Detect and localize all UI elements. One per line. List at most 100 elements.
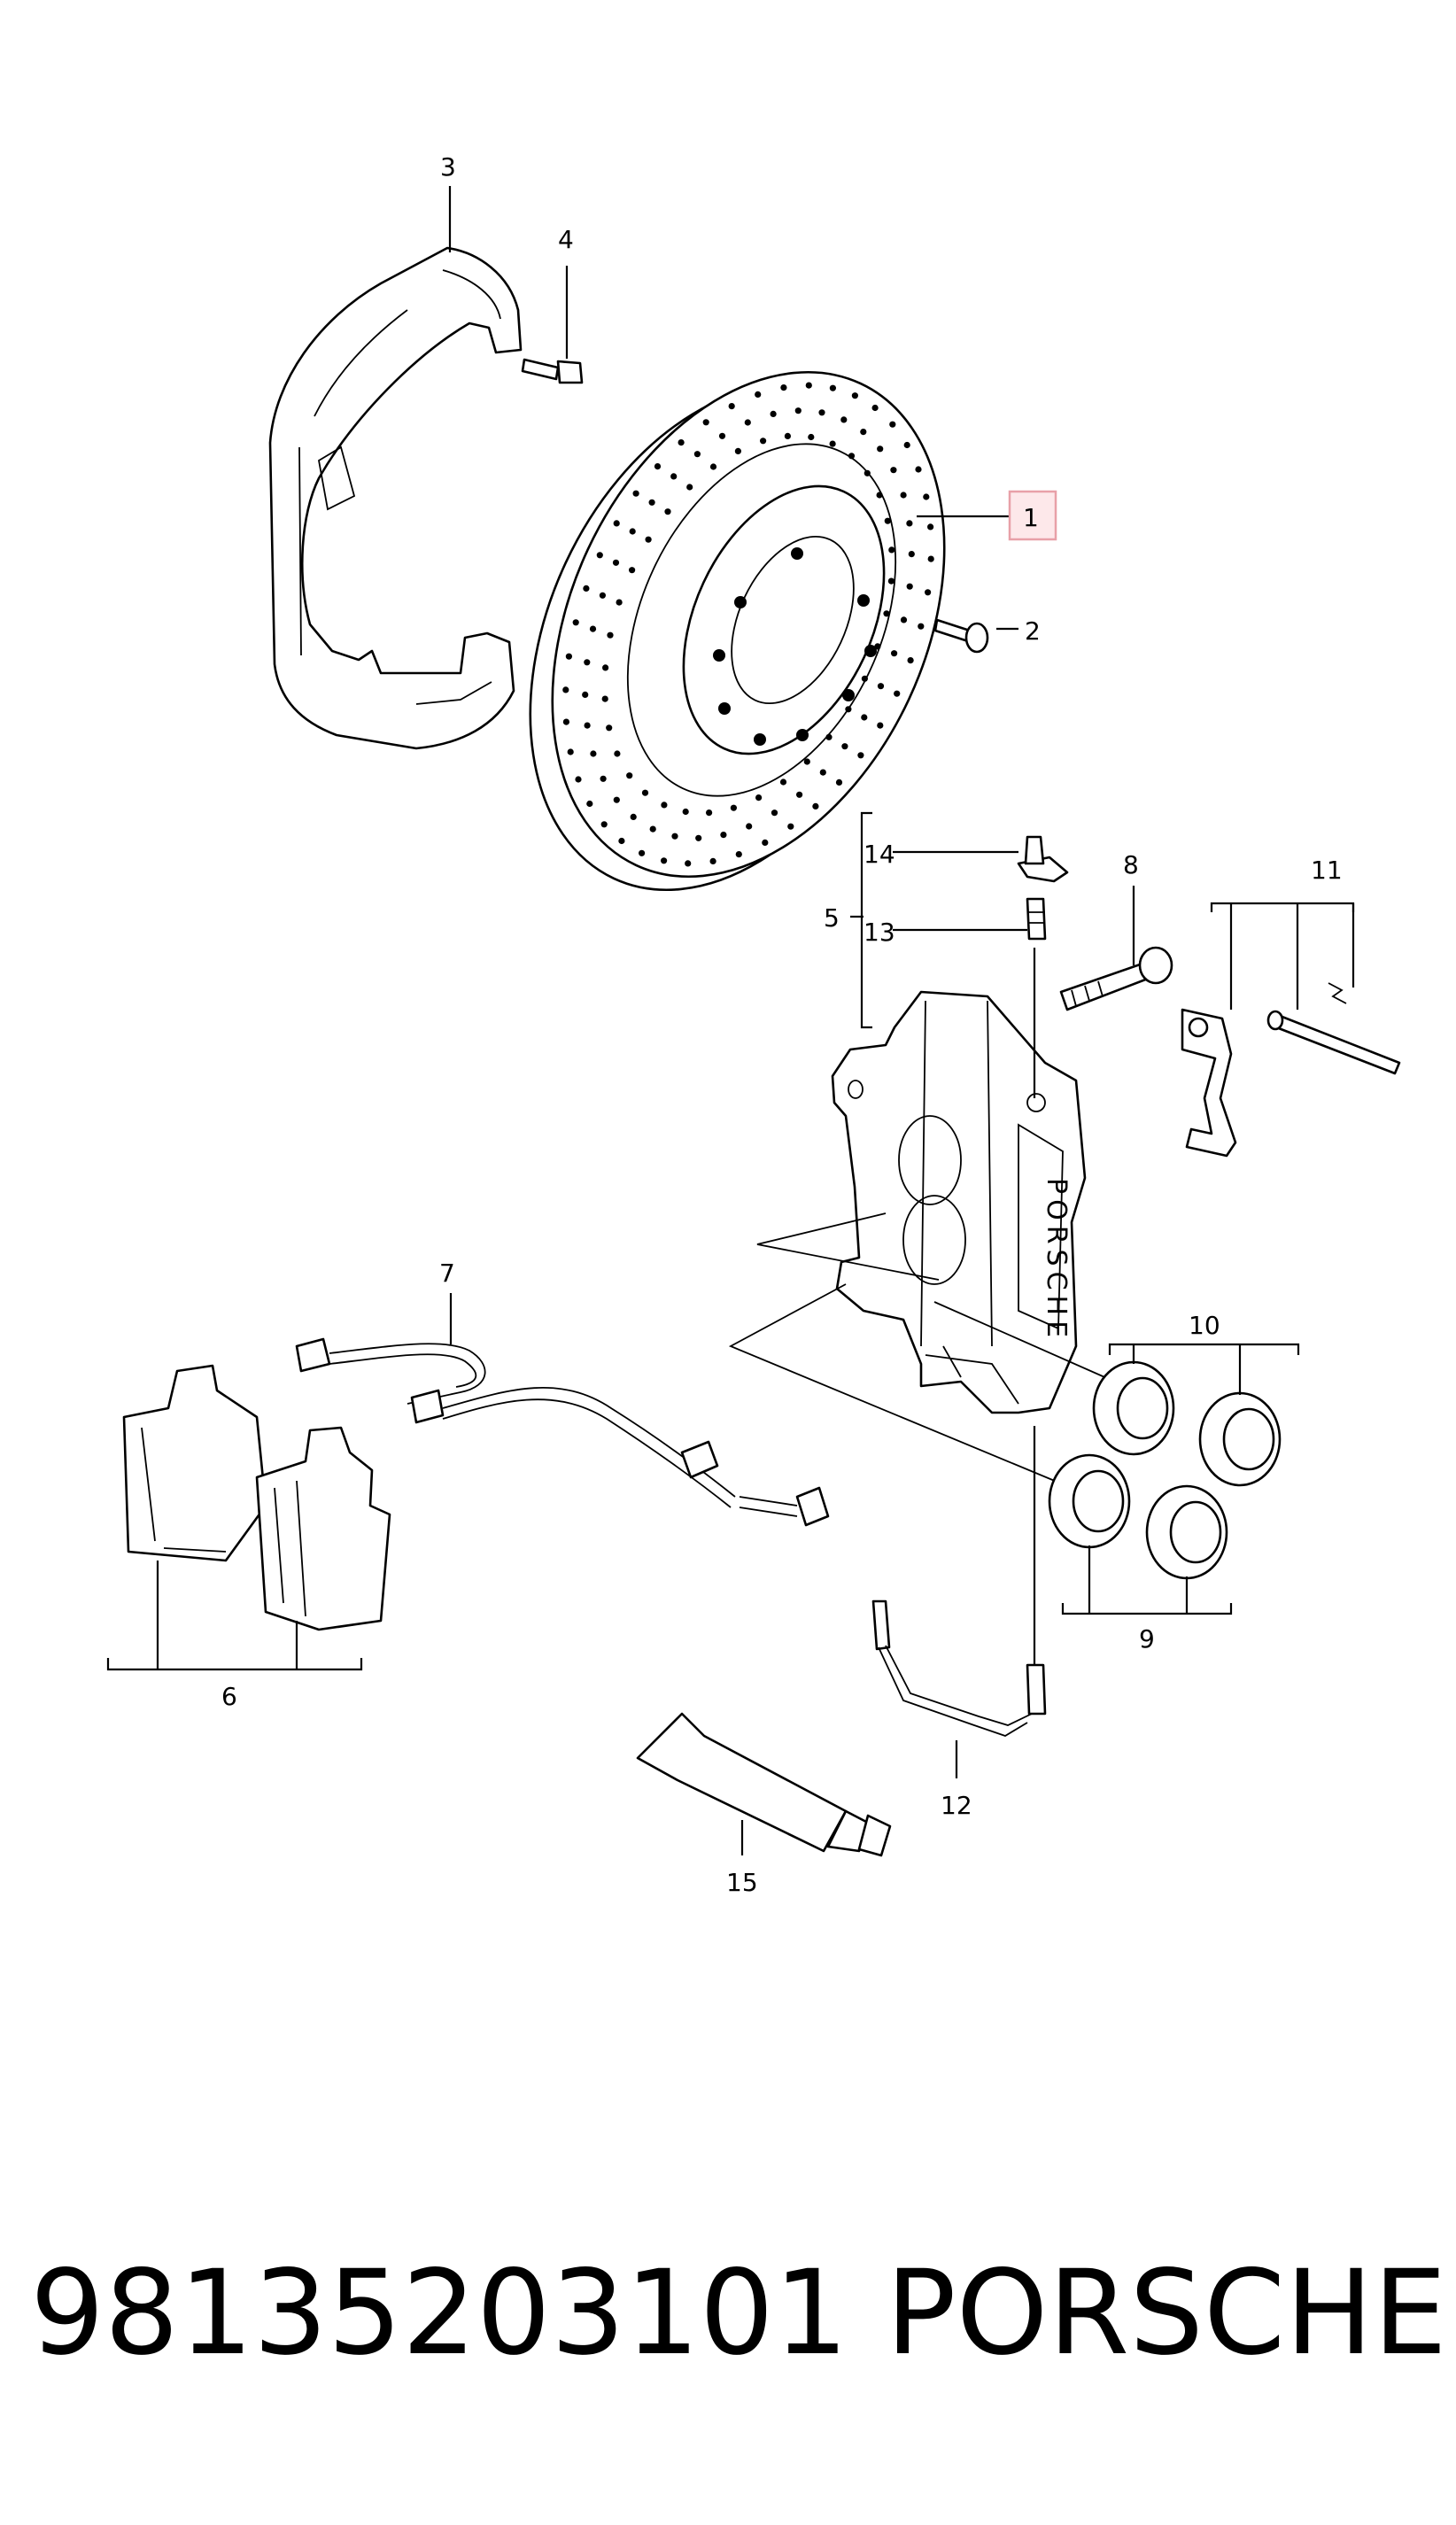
- drill-hole: [565, 653, 573, 660]
- drill-hole: [876, 492, 883, 499]
- drill-hole: [860, 429, 867, 436]
- seal-9a: [1048, 1453, 1131, 1549]
- drill-hole: [735, 851, 742, 858]
- brake-disc: [529, 370, 946, 892]
- drill-hole: [918, 623, 925, 630]
- drill-hole: [841, 743, 848, 750]
- drill-hole: [755, 794, 763, 802]
- drill-hole: [734, 447, 742, 454]
- drill-hole: [584, 722, 591, 729]
- drill-hole: [586, 800, 593, 808]
- drill-hole: [887, 577, 895, 585]
- drill-hole: [877, 683, 885, 690]
- drill-hole: [803, 758, 810, 765]
- drill-hole: [645, 536, 652, 543]
- drill-hole: [562, 718, 570, 725]
- drill-hole: [599, 592, 607, 599]
- drill-hole: [906, 520, 913, 527]
- drill-hole: [567, 748, 574, 755]
- caliper-brand-text: PORSCHE: [1041, 1178, 1072, 1343]
- caliper-bolt: [1059, 946, 1173, 1011]
- callout-13: 13: [864, 918, 895, 947]
- drill-hole: [728, 403, 735, 410]
- drill-hole: [746, 823, 753, 830]
- drill-hole: [686, 484, 693, 491]
- drill-hole: [641, 789, 649, 796]
- seal-10b: [1198, 1391, 1282, 1487]
- drill-hole: [720, 832, 727, 839]
- drill-hole: [851, 392, 859, 399]
- drill-hole: [900, 492, 907, 499]
- drill-hole: [706, 809, 713, 817]
- drill-hole: [780, 384, 787, 391]
- callout-4: 4: [558, 225, 574, 254]
- drill-hole: [682, 808, 689, 816]
- drill-hole: [589, 625, 597, 632]
- drill-hole: [695, 834, 702, 841]
- drill-hole: [612, 559, 620, 566]
- drill-hole: [857, 752, 864, 759]
- drill-hole: [835, 778, 843, 786]
- brand-name: PORSCHE: [886, 2245, 1447, 2382]
- leader-lines: [106, 186, 1355, 1855]
- drill-hole: [744, 419, 751, 426]
- drill-hole: [829, 440, 836, 447]
- drill-hole: [583, 585, 590, 593]
- dust-shield: [268, 246, 523, 750]
- drill-hole: [900, 616, 908, 624]
- grease-tube: [636, 1712, 892, 1857]
- drill-hole: [630, 813, 637, 821]
- wear-sensor: [295, 1337, 830, 1527]
- callout-8: 8: [1123, 850, 1139, 879]
- callout-7: 7: [439, 1259, 455, 1288]
- drill-hole: [877, 445, 884, 453]
- drill-hole: [819, 769, 826, 776]
- drill-hole: [805, 382, 812, 389]
- drill-hole: [670, 473, 678, 480]
- hub-bolt-holes: [713, 547, 877, 746]
- drill-hole: [600, 821, 608, 828]
- drill-hole: [927, 555, 934, 562]
- drill-hole: [784, 432, 792, 439]
- drill-hole: [903, 441, 910, 449]
- bleed-valve: [1026, 897, 1047, 941]
- callout-6: 6: [221, 1682, 237, 1711]
- drill-hole: [787, 823, 794, 830]
- drill-hole: [671, 833, 678, 840]
- brake-pads: [122, 1364, 391, 1631]
- drill-hole: [794, 407, 802, 414]
- drill-hole: [884, 517, 891, 524]
- guide-pin: [1266, 982, 1401, 1075]
- drill-hole: [808, 433, 815, 441]
- callout-12: 12: [941, 1791, 972, 1820]
- drill-hole: [718, 432, 726, 439]
- drill-hole: [861, 675, 869, 682]
- callout-14: 14: [864, 840, 895, 869]
- drill-hole: [601, 695, 608, 702]
- callout-1: 1: [1023, 503, 1039, 532]
- seal-10a: [1092, 1360, 1175, 1456]
- drill-hole: [891, 650, 898, 657]
- callout-1-highlight: [1008, 490, 1057, 541]
- drill-hole: [678, 439, 685, 446]
- disc-screw: [933, 618, 989, 654]
- drill-hole: [664, 508, 671, 515]
- drill-hole: [618, 837, 625, 845]
- drill-hole: [848, 453, 856, 460]
- drill-hole: [626, 772, 633, 779]
- drill-hole: [871, 404, 879, 412]
- spring-clip: [1181, 1008, 1237, 1158]
- drill-hole: [907, 657, 914, 664]
- drill-hole: [613, 520, 620, 527]
- drill-hole: [755, 391, 762, 398]
- drill-hole: [702, 419, 709, 426]
- drill-hole: [685, 860, 692, 867]
- drill-hole: [923, 493, 930, 500]
- drill-hole: [648, 499, 655, 506]
- callout-10: 10: [1189, 1311, 1220, 1340]
- callout-labels: 1 2 3 4 5 6 7 8 9 10 11 12 13 14 15: [221, 152, 1343, 1897]
- drill-hole: [607, 631, 614, 639]
- drill-hole: [829, 384, 837, 391]
- drill-hole: [582, 691, 589, 699]
- drill-hole: [877, 722, 884, 729]
